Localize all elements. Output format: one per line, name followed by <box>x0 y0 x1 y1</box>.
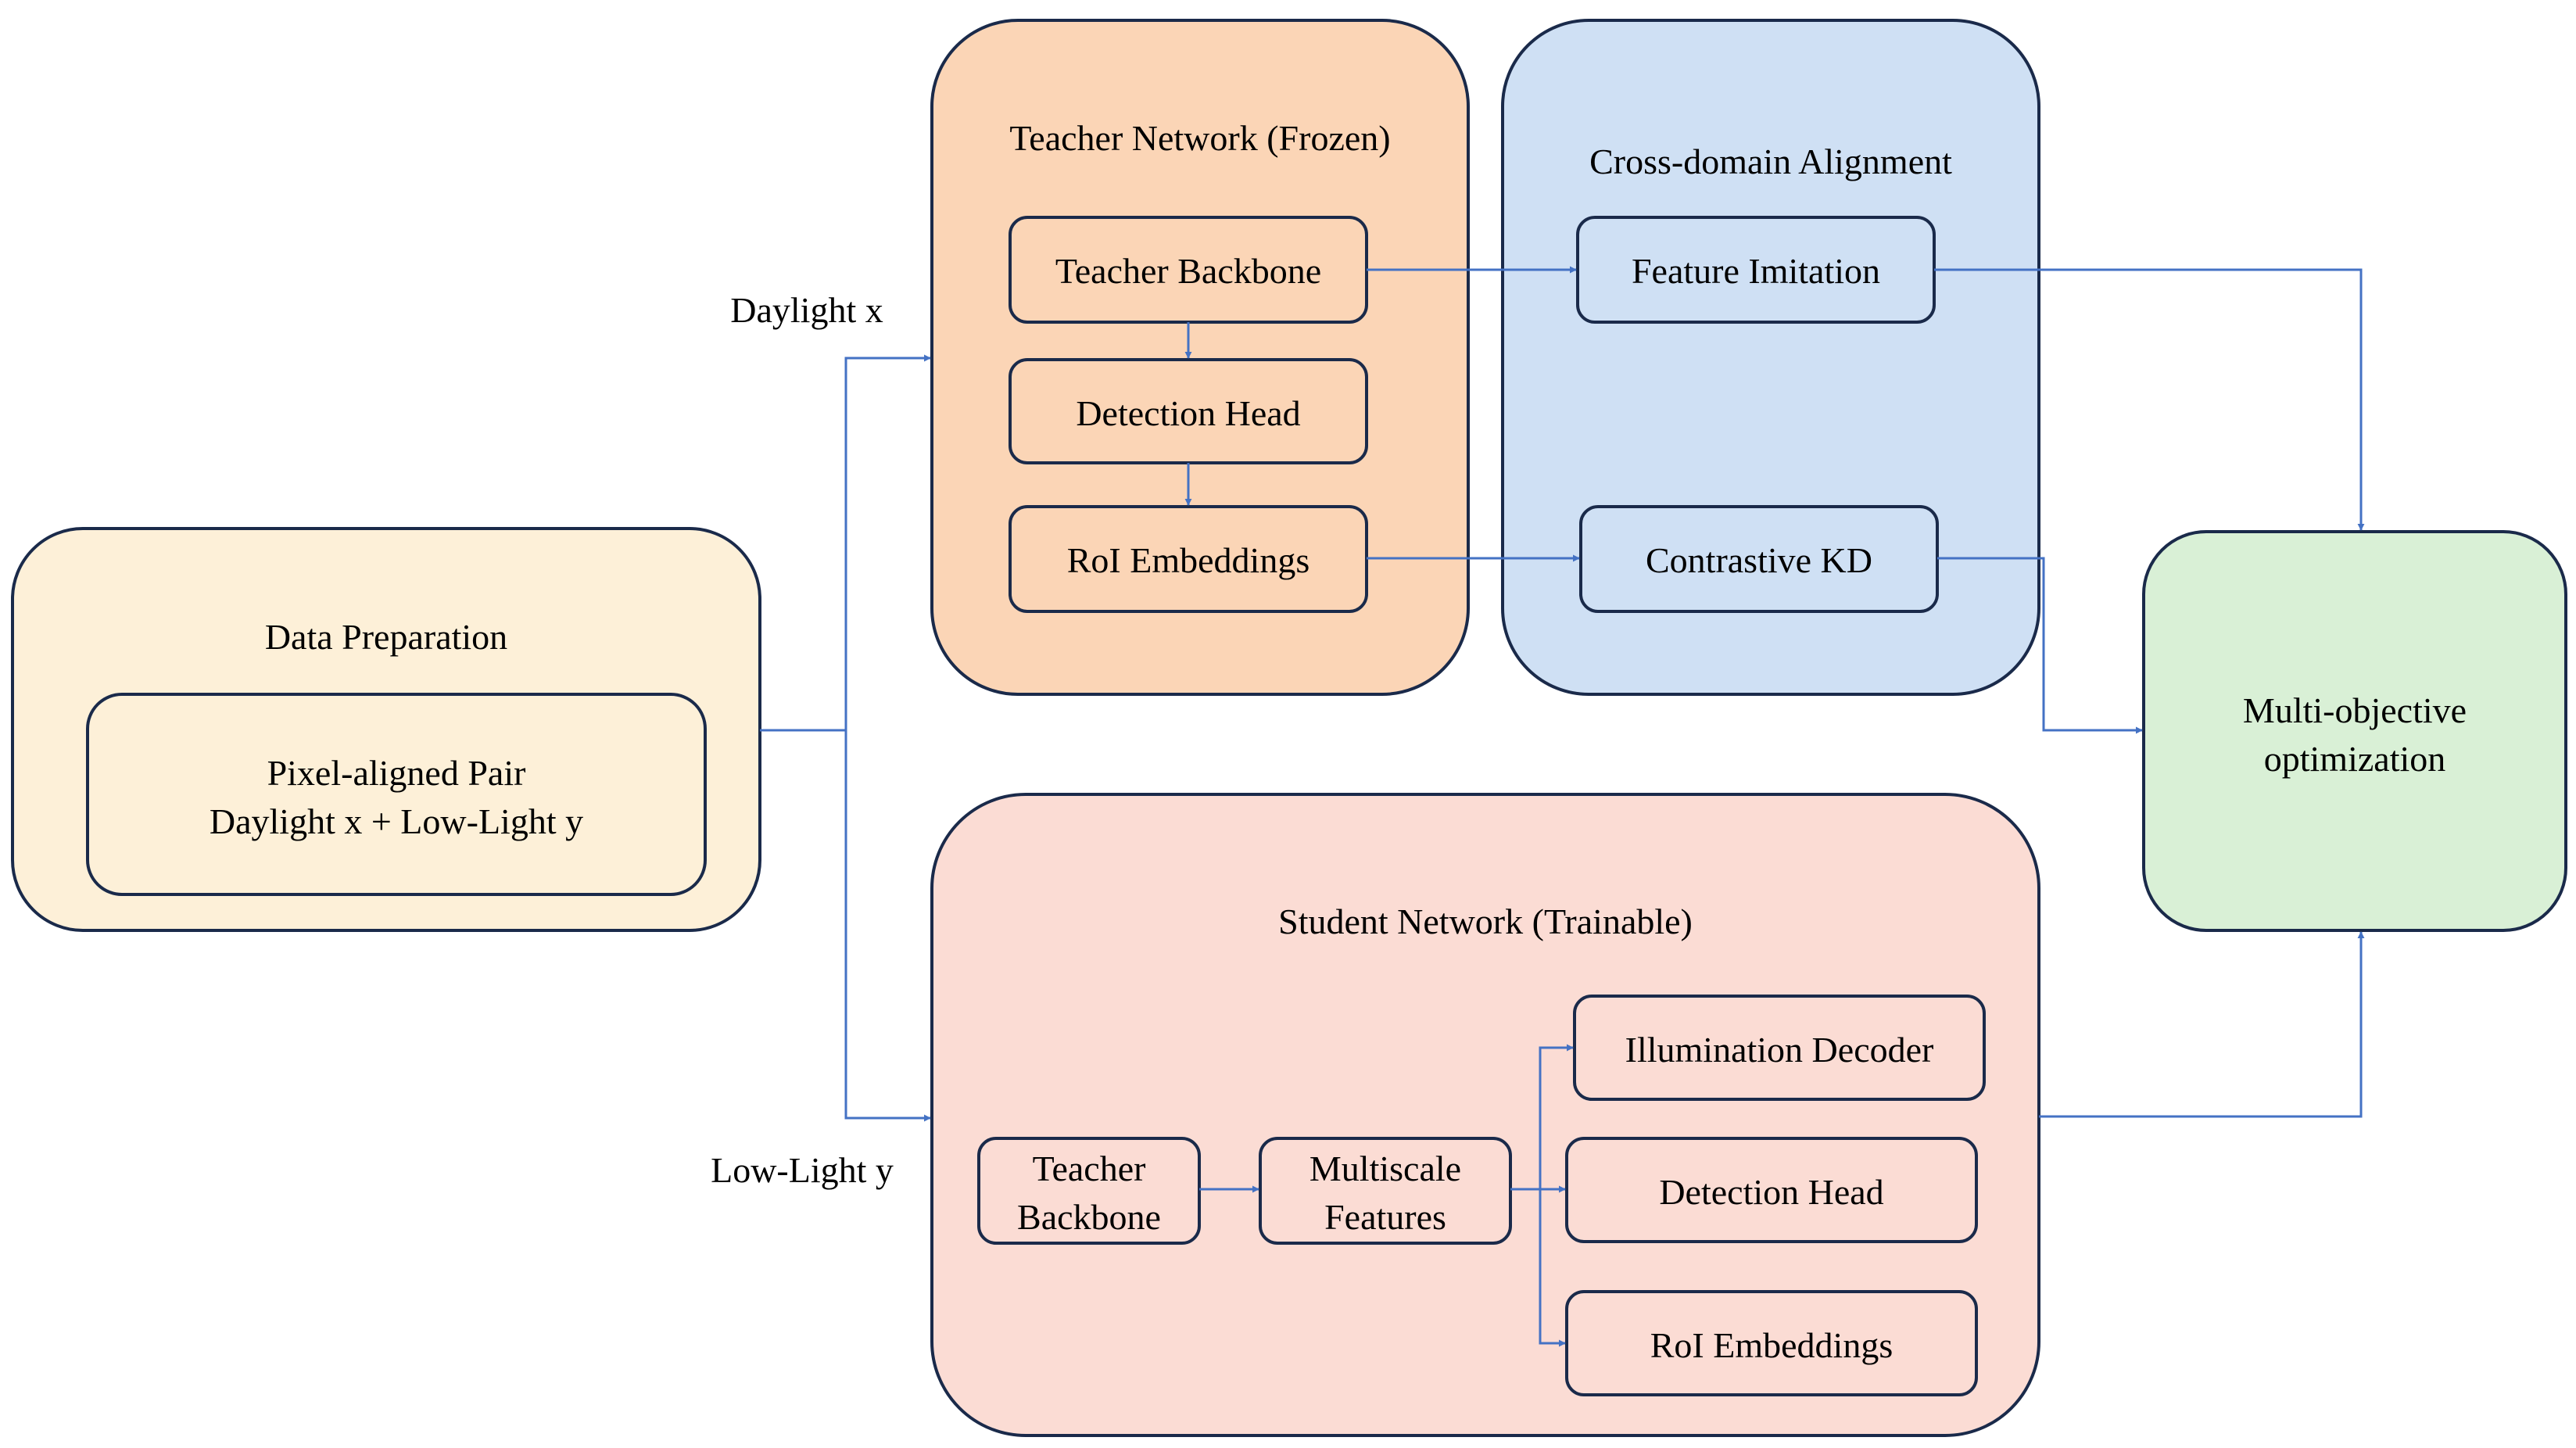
illumination-decoder-node <box>1573 995 1986 1101</box>
cross-domain-alignment-title: Cross-domain Alignment <box>1589 142 1952 181</box>
contrastive-kd-label: Contrastive KD <box>1646 540 1872 580</box>
daylight-input-label: Daylight x <box>730 290 883 330</box>
pixel-aligned-pair-line2: Daylight x + Low-Light y <box>210 801 583 841</box>
pixel-aligned-pair-line1: Pixel-aligned Pair <box>267 753 526 793</box>
pixel-aligned-pair-node <box>86 693 707 896</box>
edge-feature-imitation-to-optimization <box>1934 268 2365 531</box>
multiscale-features-line1: Multiscale <box>1309 1149 1461 1188</box>
student-roi-embeddings-node <box>1565 1290 1978 1396</box>
illumination-decoder-label: Illumination Decoder <box>1625 1030 1934 1070</box>
teacher-network-title: Teacher Network (Frozen) <box>1009 118 1390 158</box>
optimization-label-line2: optimization <box>2264 739 2446 779</box>
teacher-roi-embeddings-label: RoI Embeddings <box>1067 540 1309 580</box>
optimization-label-line1: Multi-objective <box>2243 690 2467 730</box>
student-backbone-node <box>977 1137 1201 1245</box>
edge-student-to-optimization <box>2039 931 2365 1118</box>
student-detection-head-node <box>1565 1137 1978 1243</box>
teacher-backbone-label: Teacher Backbone <box>1055 251 1321 291</box>
edge-multiscale-to-roi-embeddings <box>1539 1189 1566 1347</box>
edge-multiscale-to-illumination-decoder <box>1539 1044 1574 1189</box>
multiscale-features-node <box>1259 1137 1512 1245</box>
feature-imitation-label: Feature Imitation <box>1632 251 1880 291</box>
lowlight-input-label: Low-Light y <box>711 1150 894 1190</box>
edge-data-to-student <box>844 730 931 1122</box>
data-preparation-title: Data Preparation <box>265 617 507 657</box>
multi-objective-optimization-panel <box>2142 530 2567 932</box>
multiscale-features-line2: Features <box>1324 1197 1446 1237</box>
teacher-detection-head-label: Detection Head <box>1076 393 1300 433</box>
student-backbone-line2: Backbone <box>1017 1197 1161 1237</box>
edge-data-to-teacher <box>760 354 931 732</box>
student-roi-embeddings-label: RoI Embeddings <box>1650 1325 1893 1365</box>
student-backbone-line1: Teacher <box>1033 1149 1146 1188</box>
edge-contrastive-kd-to-optimization <box>1937 557 2143 734</box>
student-detection-head-label: Detection Head <box>1659 1172 1883 1212</box>
student-network-panel <box>930 793 2040 1437</box>
student-network-title: Student Network (Trainable) <box>1278 901 1693 941</box>
